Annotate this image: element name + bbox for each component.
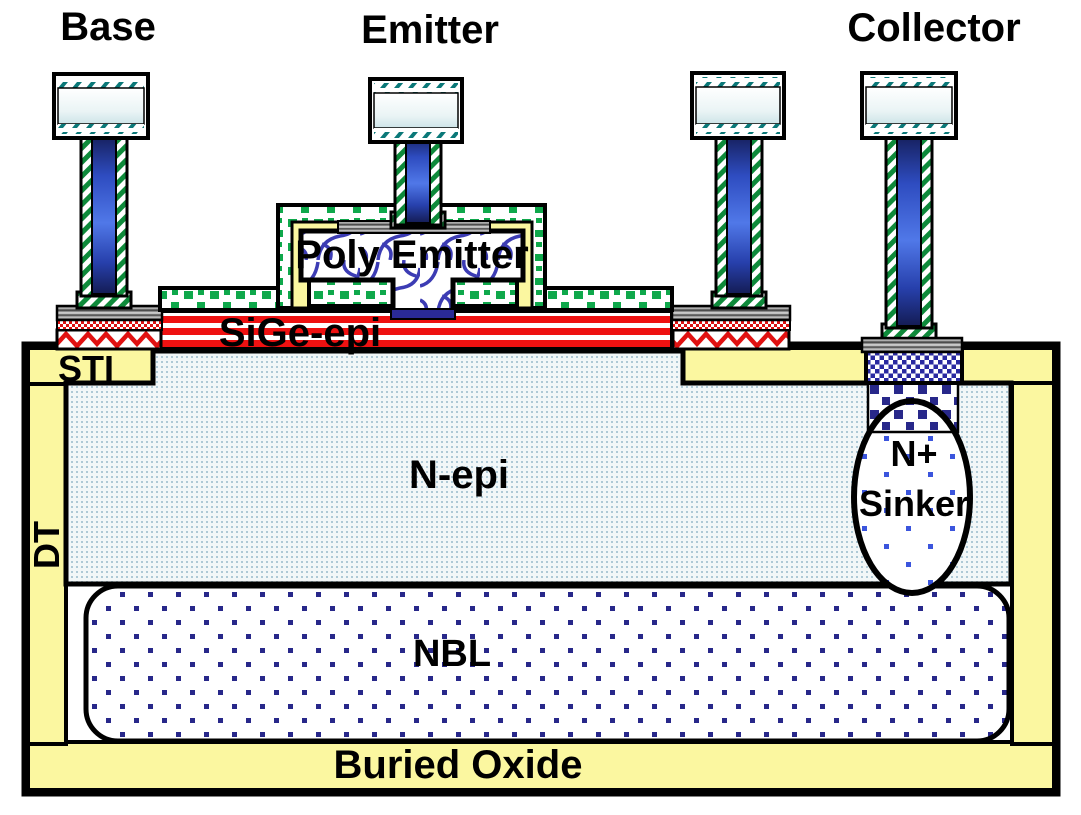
label-base: Base bbox=[60, 5, 156, 49]
label-emitter: Emitter bbox=[361, 8, 499, 52]
label-nbl: NBL bbox=[413, 633, 491, 675]
labels: Base Emitter Collector Poly Emitter SiGe… bbox=[26, 5, 1021, 787]
pad-barrier-bottom bbox=[866, 124, 952, 134]
pad-metal bbox=[57, 87, 145, 125]
pad-barrier-bottom bbox=[696, 124, 780, 134]
spacer-patch-right bbox=[451, 278, 519, 308]
via-metal-core bbox=[726, 135, 752, 295]
base-stack-left bbox=[55, 304, 164, 351]
base-poly-right bbox=[671, 328, 791, 351]
collector-via bbox=[860, 132, 964, 354]
base-terminal-pad bbox=[52, 72, 150, 140]
label-sinker: Sinker bbox=[859, 483, 969, 524]
base-implant-right bbox=[671, 319, 791, 331]
pad-barrier-bottom bbox=[374, 128, 458, 138]
pad-barrier-top bbox=[866, 77, 952, 87]
deep-trench-right bbox=[1010, 346, 1056, 746]
emitter-via bbox=[389, 131, 447, 230]
pad-barrier-top bbox=[696, 77, 780, 87]
label-buried-oxide: Buried Oxide bbox=[334, 743, 583, 787]
emitter-terminal-pad bbox=[368, 77, 464, 144]
label-n-epi: N-epi bbox=[409, 453, 509, 497]
pad-barrier-top bbox=[58, 78, 144, 88]
via-metal-core bbox=[91, 135, 117, 295]
pad-barrier-bottom bbox=[58, 124, 144, 134]
collector-contact-implant bbox=[864, 349, 964, 385]
base2-terminal-pad bbox=[690, 71, 786, 140]
pad-barrier-top bbox=[374, 83, 458, 93]
via-metal-core bbox=[405, 134, 431, 224]
base-via-2 bbox=[710, 132, 768, 310]
emitter-structure bbox=[158, 203, 674, 320]
spacer-patch-left bbox=[307, 278, 395, 308]
collector-silicide-cap bbox=[860, 336, 964, 354]
label-sige-epi: SiGe-epi bbox=[219, 311, 381, 355]
base-stack-right bbox=[670, 304, 792, 351]
via-metal-core bbox=[896, 135, 922, 327]
base-via bbox=[75, 132, 133, 310]
label-poly-emitter: Poly Emitter bbox=[295, 233, 528, 277]
label-sti: STI bbox=[58, 348, 114, 389]
label-n-plus: N+ bbox=[890, 433, 937, 474]
collector-terminal-pad bbox=[860, 71, 958, 140]
label-collector: Collector bbox=[847, 6, 1020, 50]
emitter-window-contact bbox=[390, 308, 456, 320]
nbl-region bbox=[83, 583, 1012, 744]
base-implant-left bbox=[56, 319, 163, 331]
pad-metal bbox=[373, 92, 459, 129]
n-sinker-fill bbox=[854, 401, 970, 593]
base-poly-left bbox=[55, 328, 163, 351]
collector-sinker-assembly bbox=[851, 349, 973, 596]
collector-plug-lower bbox=[866, 380, 960, 434]
label-dt: DT bbox=[26, 521, 67, 569]
buried-oxide-region bbox=[26, 740, 1056, 792]
pad-metal bbox=[695, 86, 781, 125]
pad-metal bbox=[865, 86, 953, 125]
n-sinker-outline bbox=[851, 398, 973, 596]
